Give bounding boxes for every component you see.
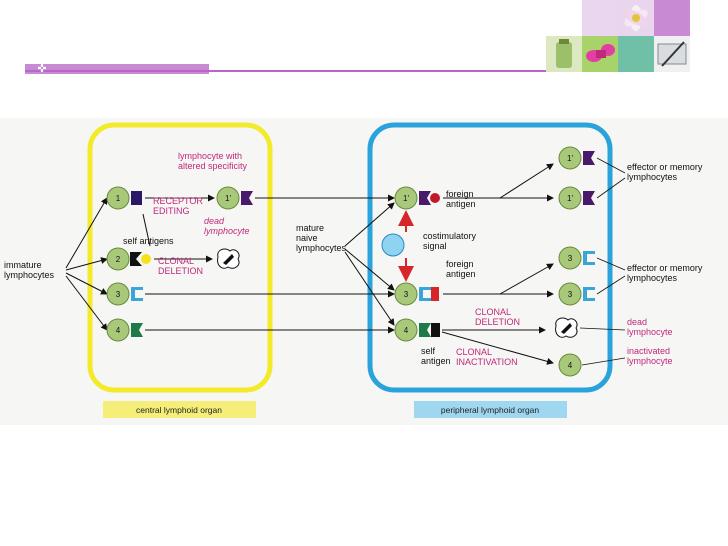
- peripheral-cell-4: [394, 318, 440, 342]
- pen-icon: [654, 36, 690, 72]
- central-cell-2: [106, 247, 151, 271]
- cell-label-r3b: 3: [568, 290, 573, 299]
- result-cell-1prime-b: [558, 186, 595, 210]
- result-cell-1prime-a: [558, 146, 595, 170]
- cell-label-r3a: 3: [568, 254, 573, 263]
- ribbon-icon: [582, 36, 618, 72]
- peripheral-organ-label-bg: [414, 401, 567, 418]
- peripheral-organ-label: peripheral lymphoid organ: [441, 405, 540, 415]
- header-bullet-icon: ✜: [37, 63, 47, 75]
- dead-lymphocyte-central-icon: [217, 248, 240, 269]
- cell-label-2: 2: [116, 255, 121, 264]
- peripheral-cell-1prime: [394, 186, 440, 210]
- cell-label-4: 4: [116, 326, 121, 335]
- result-cell-4: [558, 353, 582, 377]
- central-cell-3: [106, 282, 143, 306]
- costimulatory-cell: [381, 233, 405, 257]
- cell-label-1: 1: [116, 194, 121, 203]
- header-tile-purple: [654, 0, 690, 36]
- cell-label-r4: 4: [568, 361, 573, 370]
- central-cell-4: [106, 318, 143, 342]
- central-organ-box: [87, 122, 273, 393]
- cell-label-r1a: 1': [567, 154, 573, 163]
- header-rule: [25, 70, 690, 72]
- result-cell-3-b: [558, 282, 595, 306]
- cell-label-4-peripheral: 4: [404, 326, 409, 335]
- central-organ-label-bg: [103, 401, 256, 418]
- result-cell-3-a: [558, 246, 595, 270]
- flower-icon: [618, 0, 654, 36]
- cell-label-3: 3: [116, 290, 121, 299]
- self-antigens-label: self antigens: [123, 236, 174, 246]
- cell-label-3-peripheral: 3: [404, 290, 409, 299]
- header-tile-pale-green: [546, 36, 582, 72]
- central-organ-label: central lymphoid organ: [136, 405, 222, 415]
- dead-lymphocyte-peripheral-icon: [555, 317, 578, 338]
- central-cell-1prime: [216, 186, 253, 210]
- header-tile-lavender: [582, 0, 618, 36]
- header-accent-bar: [25, 64, 209, 74]
- peripheral-organ-box: [367, 122, 613, 393]
- central-cell-1: [106, 186, 142, 210]
- cell-label-r1b: 1': [567, 194, 573, 203]
- cell-label-1prime-peripheral: 1': [403, 194, 409, 203]
- cell-label-1prime-central: 1': [225, 194, 231, 203]
- peripheral-cell-3: [394, 282, 439, 306]
- header-tile-teal: [618, 36, 654, 72]
